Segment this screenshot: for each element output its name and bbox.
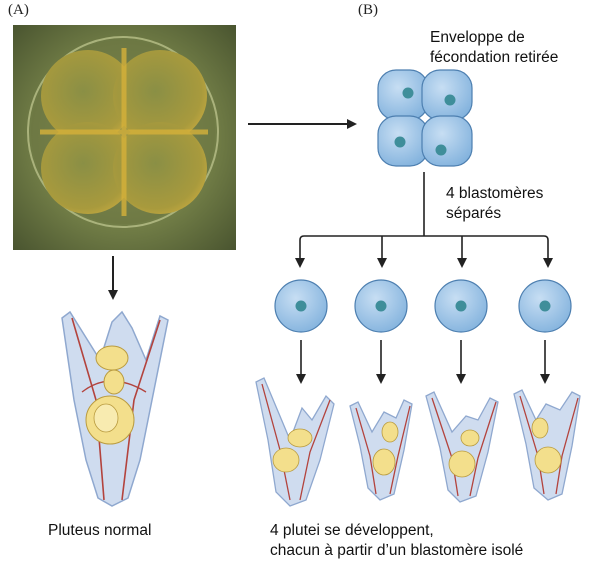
branch-lines <box>299 172 549 262</box>
pluteus-normal-label: Pluteus normal <box>48 522 152 539</box>
blastomeres-label-line1: 4 blastomères <box>446 185 544 202</box>
pluteus-3 <box>425 391 499 503</box>
pluteus-1 <box>255 377 335 507</box>
envelope-label-line1: Enveloppe de <box>430 29 525 46</box>
branch-arrowheads <box>295 258 553 268</box>
pluteus-4 <box>513 389 581 501</box>
isolated-blastomere-2 <box>354 279 408 333</box>
plutei-label-line1: 4 plutei se développent, <box>270 522 434 539</box>
embryo-photo <box>13 25 236 250</box>
pluteus-2 <box>349 399 413 501</box>
envelope-label-line2: fécondation retirée <box>430 49 559 66</box>
panel-b-label: (B) <box>358 2 378 18</box>
isolated-blastomere-3 <box>434 279 488 333</box>
four-cell-cluster <box>377 69 473 167</box>
panel-a-label: (A) <box>8 2 29 18</box>
isolated-blastomere-4 <box>518 279 572 333</box>
plutei-label-line2: chacun à partir d’un blastomère isolé <box>270 542 524 559</box>
blastomeres-label-line2: séparés <box>446 205 502 222</box>
normal-pluteus-larva <box>61 310 169 507</box>
isolated-blastomere-1 <box>274 279 328 333</box>
development-arrows <box>296 340 550 384</box>
